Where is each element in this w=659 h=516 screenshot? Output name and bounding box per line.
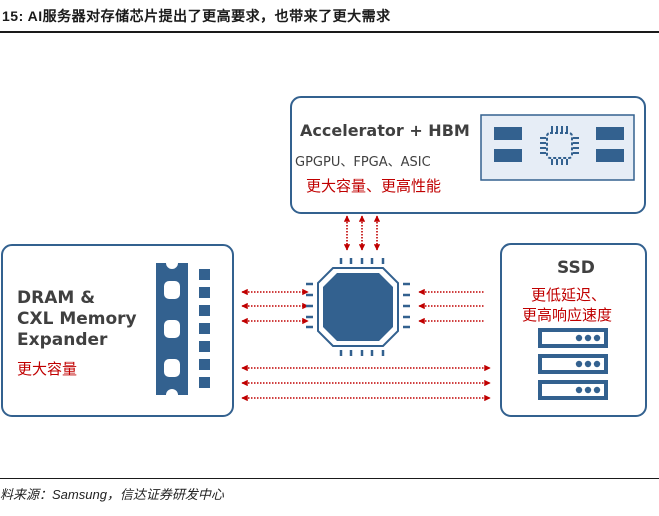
ssd-box: SSD 更低延迟、 更高响应速度 xyxy=(500,243,647,417)
dram-title-line2: CXL Memory xyxy=(17,309,137,329)
storage-server-icon xyxy=(538,328,608,400)
dram-title-line3: Expander xyxy=(17,330,108,350)
accelerator-hbm-icon xyxy=(480,114,635,181)
accelerator-subtitle: GPGPU、FPGA、ASIC xyxy=(295,155,431,170)
hbm-stack-icon xyxy=(494,149,522,162)
memory-module-icon xyxy=(156,263,210,395)
hbm-stack-icon xyxy=(596,127,624,140)
ssd-benefit-line1: 更低延迟、 xyxy=(531,286,607,304)
dram-title-line1: DRAM & xyxy=(17,288,96,308)
accelerator-title: Accelerator + HBM xyxy=(300,121,470,140)
server-unit-icon xyxy=(538,328,608,348)
footer-divider xyxy=(0,478,659,479)
accelerator-benefit: 更大容量、更高性能 xyxy=(306,177,442,195)
hbm-stack-icon xyxy=(494,127,522,140)
title-divider xyxy=(0,31,659,33)
ssd-benefit-line2: 更高响应速度 xyxy=(522,306,613,324)
processor-outline-icon xyxy=(540,126,579,165)
server-unit-icon xyxy=(538,354,608,374)
cpu-chip-icon xyxy=(306,258,410,356)
server-unit-icon xyxy=(538,380,608,400)
dram-box: DRAM & CXL Memory Expander 更大容量 xyxy=(1,244,234,417)
hbm-stack-icon xyxy=(596,149,624,162)
ssd-title: SSD xyxy=(557,258,595,278)
figure-title: 15: AI服务器对存储芯片提出了更高要求，也带来了更大需求 xyxy=(2,8,391,24)
dram-benefit: 更大容量 xyxy=(17,360,78,378)
accelerator-box: Accelerator + HBM GPGPU、FPGA、ASIC 更大容量、更… xyxy=(290,96,646,214)
source-note: 料来源：Samsung，信达证券研发中心 xyxy=(0,487,224,502)
